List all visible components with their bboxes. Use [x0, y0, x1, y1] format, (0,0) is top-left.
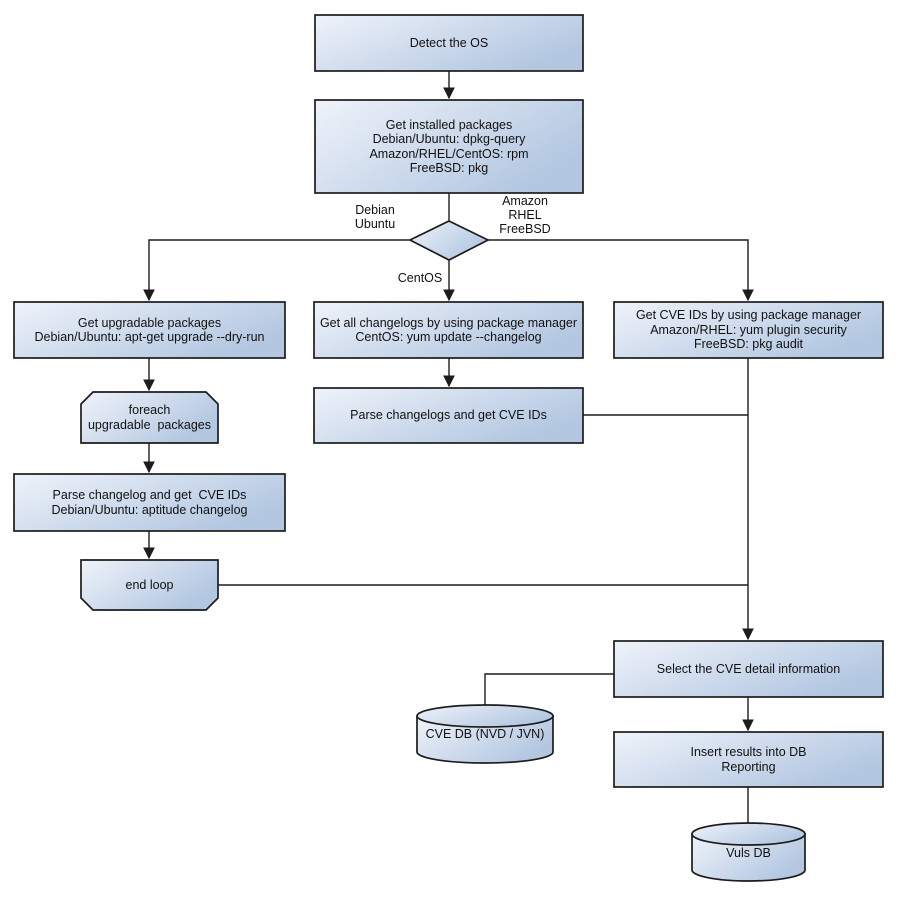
branch-label-debian-ubuntu: Debian Ubuntu	[354, 203, 396, 231]
insert-results-box	[613, 731, 884, 788]
branch-label-centos: CentOS	[397, 271, 443, 285]
select-cve-detail-box	[613, 640, 884, 698]
node-layer	[13, 14, 884, 882]
branch-label-amazon-rhel-freebsd: Amazon RHEL FreeBSD	[499, 194, 551, 236]
edge-decision-to-getcve	[488, 239, 754, 302]
foreach-loop-shape	[80, 391, 219, 444]
get-all-changelogs-box	[313, 301, 584, 359]
vuls-db-cylinder-body	[691, 833, 806, 882]
edge-decision-to-upgradable	[143, 239, 410, 302]
get-cve-ids-box	[613, 301, 884, 359]
vuls-db-cylinder-top	[691, 822, 806, 846]
end-loop-shape	[80, 559, 219, 611]
os-decision-diamond	[408, 220, 490, 261]
edge-cvedb-to-select	[484, 673, 614, 705]
parse-changelog-box	[13, 473, 286, 532]
parse-changelogs-box	[313, 387, 584, 444]
get-installed-packages-box	[314, 99, 584, 194]
cve-db-cylinder-body	[416, 715, 554, 764]
connector-layer	[143, 71, 754, 823]
get-upgradable-packages-box	[13, 301, 286, 359]
detect-os-box	[314, 14, 584, 72]
cve-db-cylinder-top	[416, 704, 554, 728]
